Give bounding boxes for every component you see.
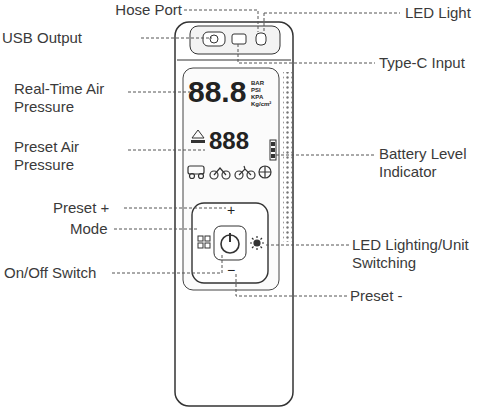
lcd-digits: 888 [209, 128, 267, 154]
callout-label: LED Lighting/Unit Switching [352, 236, 500, 272]
unit-label: Kg/cm² [251, 101, 277, 108]
button-symbol: − [224, 263, 238, 277]
callout-label: Preset + [53, 199, 123, 217]
button-symbol: + [224, 203, 238, 217]
callout-label: USB Output [2, 29, 140, 47]
callout-label: Preset Air Pressure [14, 138, 128, 174]
unit-label: BAR [251, 80, 277, 87]
lcd-digits: 88.8 [188, 76, 250, 108]
callout-label: Preset - [350, 287, 450, 305]
callout-label: Mode [70, 220, 114, 238]
unit-label: PSI [251, 87, 277, 94]
callout-label: LED Light [405, 4, 500, 22]
callout-label: Hose Port [76, 1, 182, 19]
callout-label: Type-C Input [379, 54, 501, 72]
callout-label: Real-Time Air Pressure [14, 80, 128, 116]
unit-label: KPA [251, 94, 277, 101]
callout-label: Battery Level Indicator [379, 145, 501, 181]
callout-label: On/Off Switch [4, 264, 112, 282]
